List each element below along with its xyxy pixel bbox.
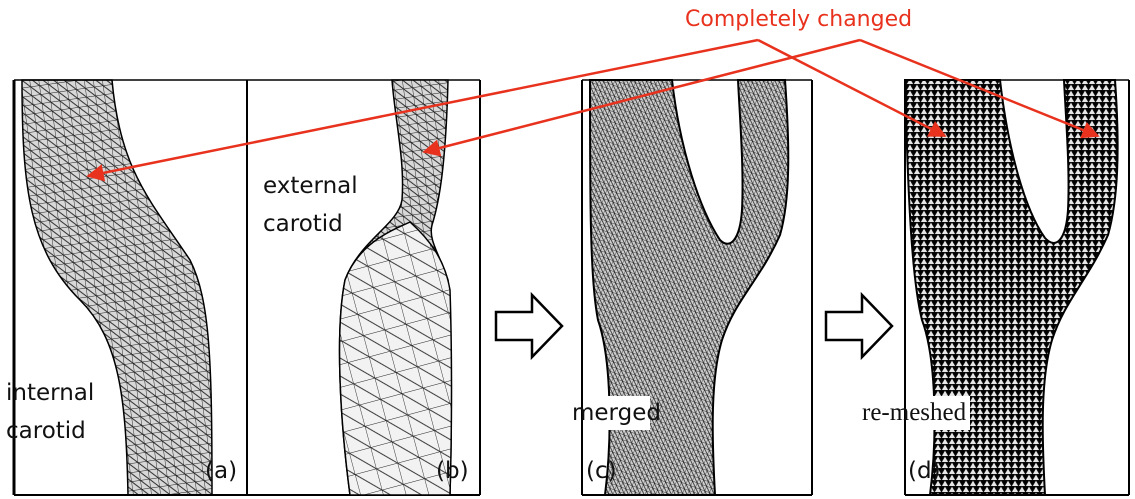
panel-c-tag: (c) bbox=[586, 458, 617, 484]
panel-a-label-line2: carotid bbox=[6, 418, 86, 444]
panel-a-label-line1: internal bbox=[6, 380, 94, 406]
merged-mesh bbox=[590, 80, 788, 495]
panel-c: merged (c) bbox=[568, 80, 812, 495]
remeshed-mesh bbox=[905, 80, 1118, 495]
external-carotid-coarse-mesh bbox=[340, 222, 452, 495]
panel-d: re-meshed (d) bbox=[858, 80, 1129, 495]
panel-b-tag: (b) bbox=[436, 458, 469, 484]
panel-a-tag: (a) bbox=[205, 458, 237, 484]
panel-c-label: merged bbox=[572, 400, 661, 426]
panel-b-label-line1: external bbox=[263, 173, 358, 199]
panel-b-label-line2: carotid bbox=[263, 211, 343, 237]
panel-d-tag: (d) bbox=[908, 458, 941, 484]
process-arrow-icon-2 bbox=[826, 295, 892, 357]
process-arrow-icon-1 bbox=[496, 295, 562, 357]
panel-d-label: re-meshed bbox=[862, 399, 967, 426]
annotation-title: Completely changed bbox=[685, 7, 912, 32]
panel-b: external carotid (b) bbox=[263, 80, 480, 495]
